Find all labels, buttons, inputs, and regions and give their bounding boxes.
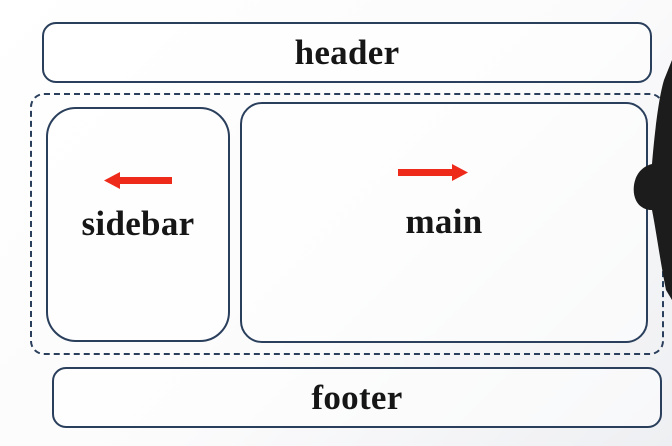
left-arrow-icon: [104, 172, 172, 189]
main-label: main: [405, 202, 483, 241]
sidebar-label: sidebar: [81, 204, 195, 243]
sidebar-box: [46, 107, 230, 342]
main-box: [240, 102, 648, 343]
footer-label: footer: [311, 377, 403, 417]
header-label: header: [294, 32, 400, 72]
presenter-silhouette: [633, 60, 672, 300]
footer-box: footer: [52, 367, 662, 428]
header-box: header: [42, 22, 652, 83]
right-arrow-icon: [398, 164, 468, 181]
